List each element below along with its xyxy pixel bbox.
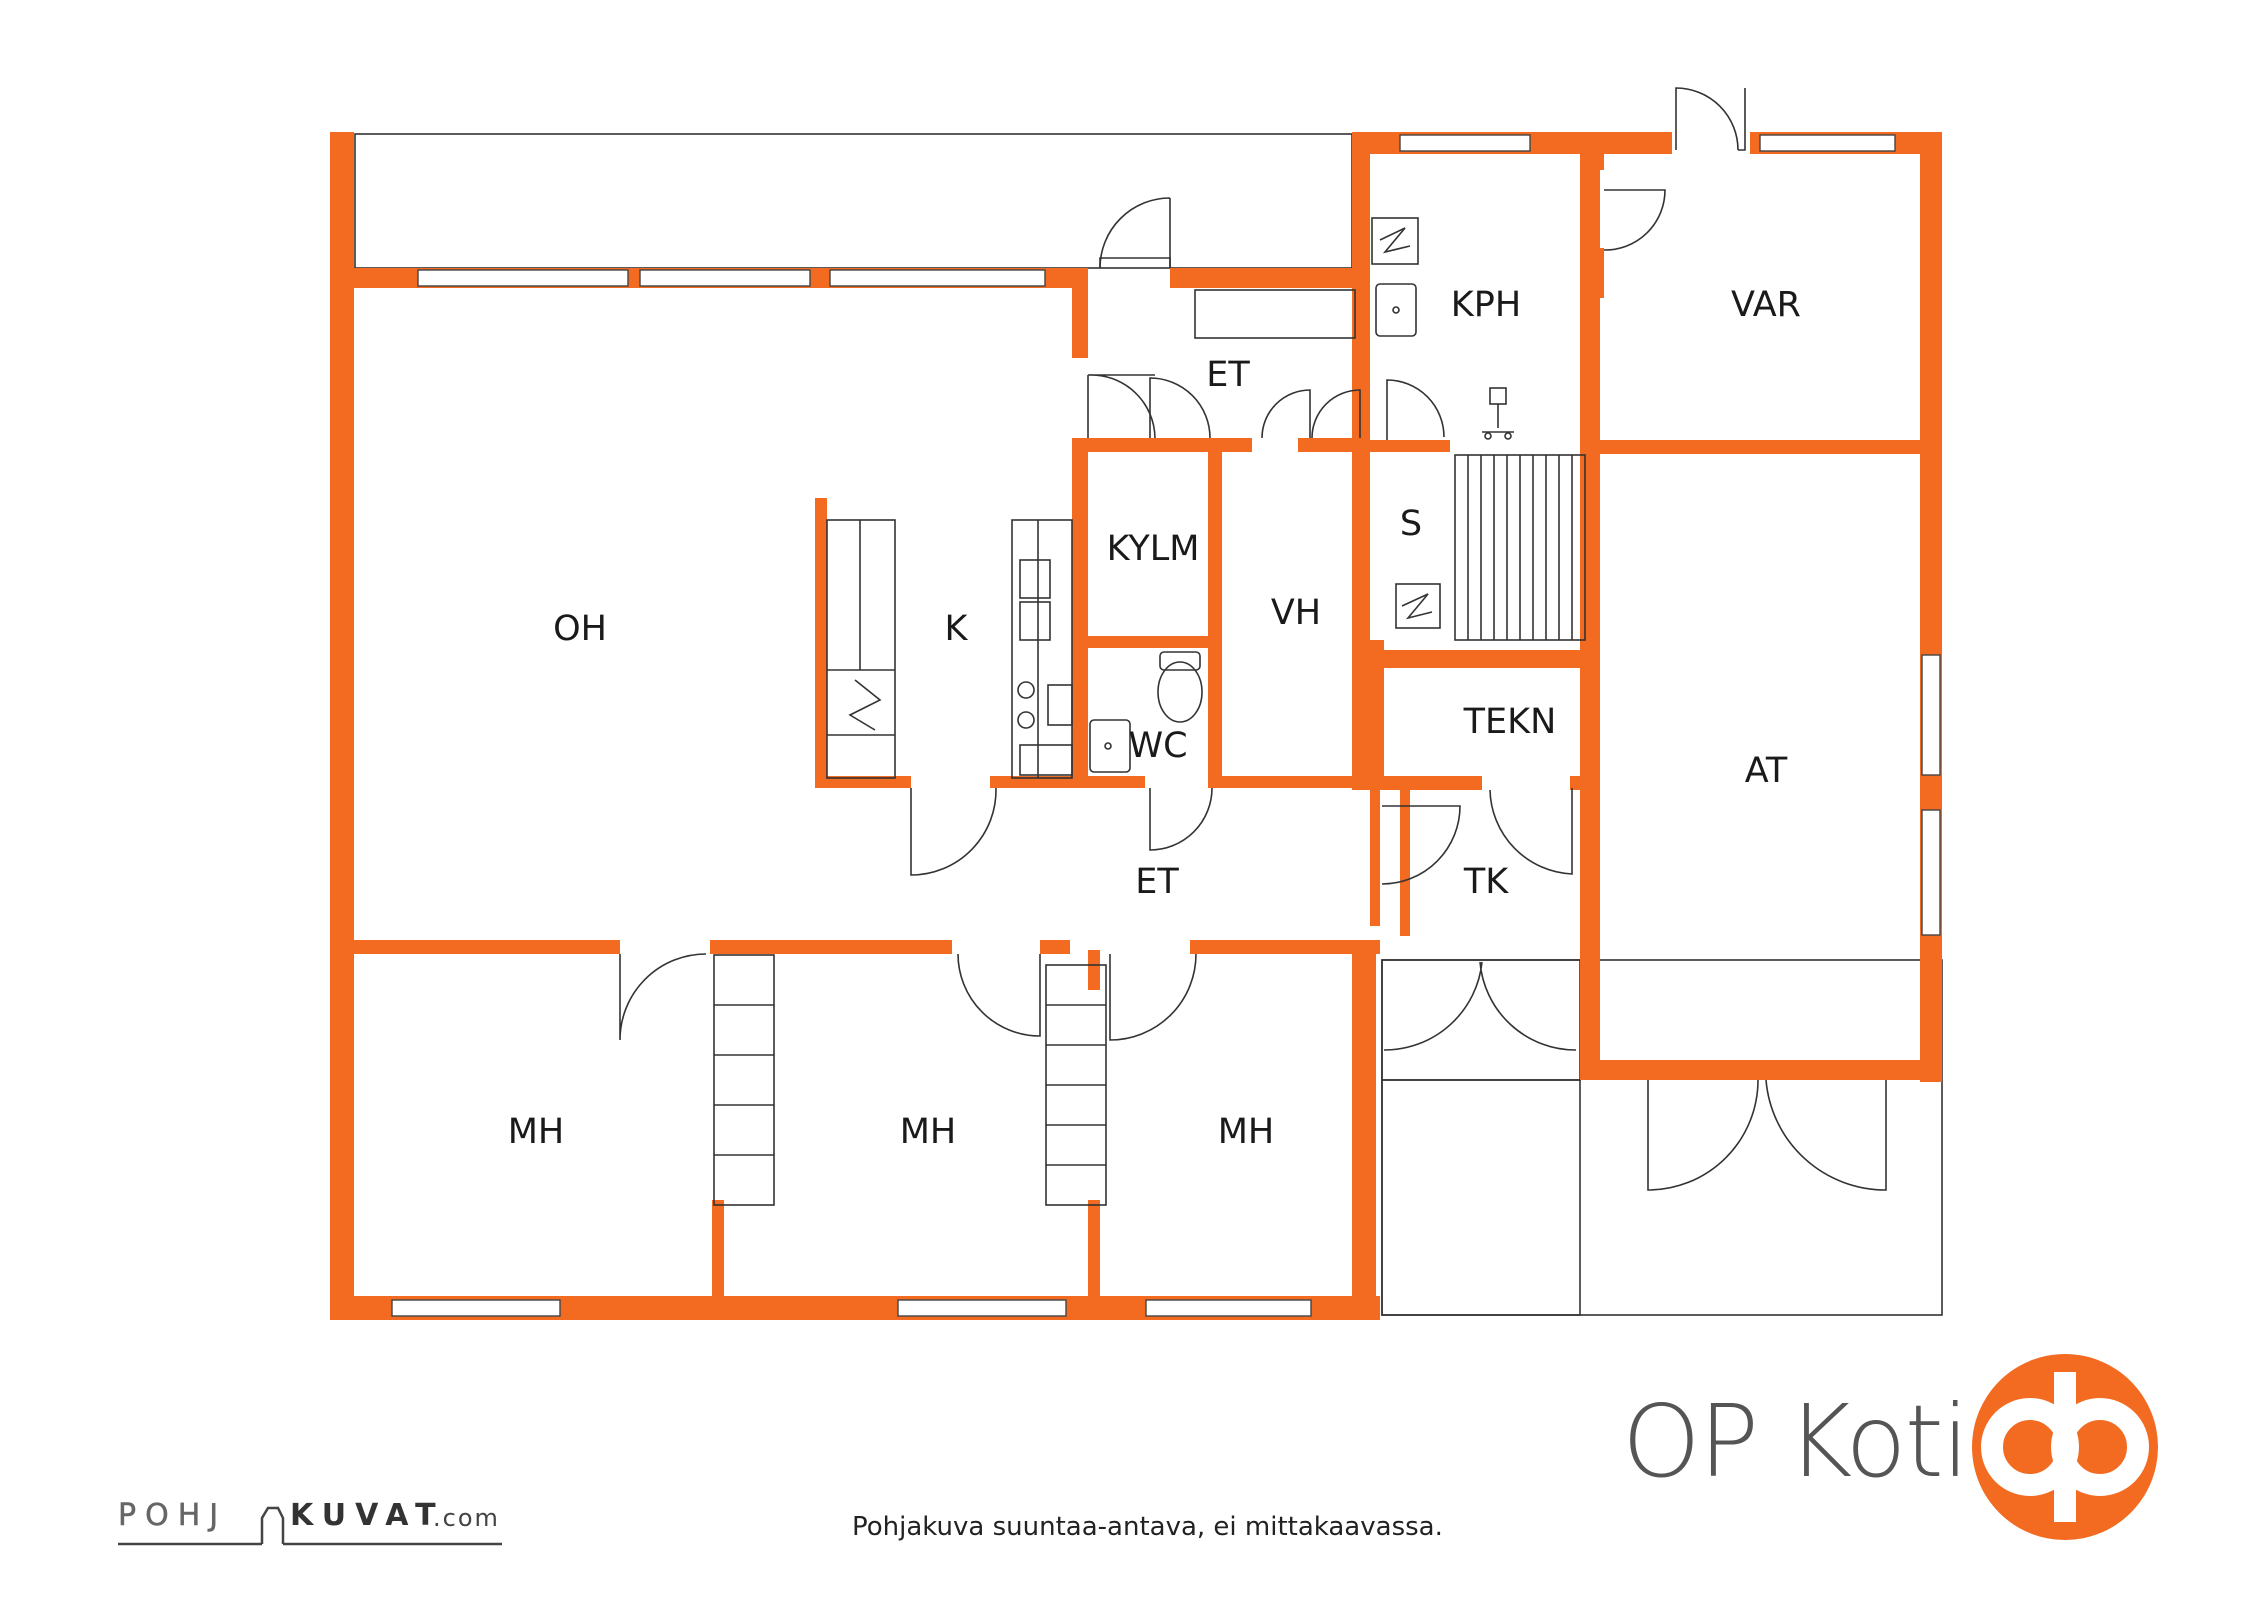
room-label-vh: VH [1271,593,1321,633]
doors [619,87,1887,1191]
room-label-kylm: KYLM [1107,529,1200,569]
pohjakuvat-logo-right: KUVAT [290,1498,445,1533]
room-label-kph: KPH [1451,285,1521,325]
wardrobes [713,954,1107,1206]
room-label-k: K [945,609,969,649]
brand-name: OP Koti [1622,1383,1970,1500]
room-label-oh: OH [553,609,607,649]
room-label-mh2: MH [900,1112,957,1152]
disclaimer-text: Pohjakuva suuntaa-antava, ei mittakaavas… [852,1512,1443,1542]
room-label-et-top: ET [1206,355,1250,395]
room-label-wc: WC [1128,726,1187,766]
op-logo-icon [1972,1354,2158,1540]
pohjakuvat-logo-suffix: .com [433,1504,500,1532]
room-label-tekn: TEKN [1463,702,1557,742]
room-label-s: S [1400,504,1422,544]
outdoor-outlines [354,133,1943,1316]
stairs [1454,454,1586,641]
room-label-at: AT [1745,751,1788,791]
room-label-et-mid: ET [1135,862,1179,902]
room-label-tk: TK [1463,862,1509,902]
room-label-mh1: MH [508,1112,565,1152]
kitchen-fixtures [826,289,1356,779]
room-labels: OH K KYLM WC VH ET ET KPH VAR S TEKN TK … [508,285,1801,1152]
room-label-var: VAR [1731,285,1801,325]
pohjakuvat-logo-left: POHJ [118,1498,228,1534]
room-label-mh3: MH [1218,1112,1275,1152]
pohjakuvat-logo-mark [118,1506,502,1546]
bathroom-fixtures [1089,217,1514,773]
windows [391,134,1941,1317]
